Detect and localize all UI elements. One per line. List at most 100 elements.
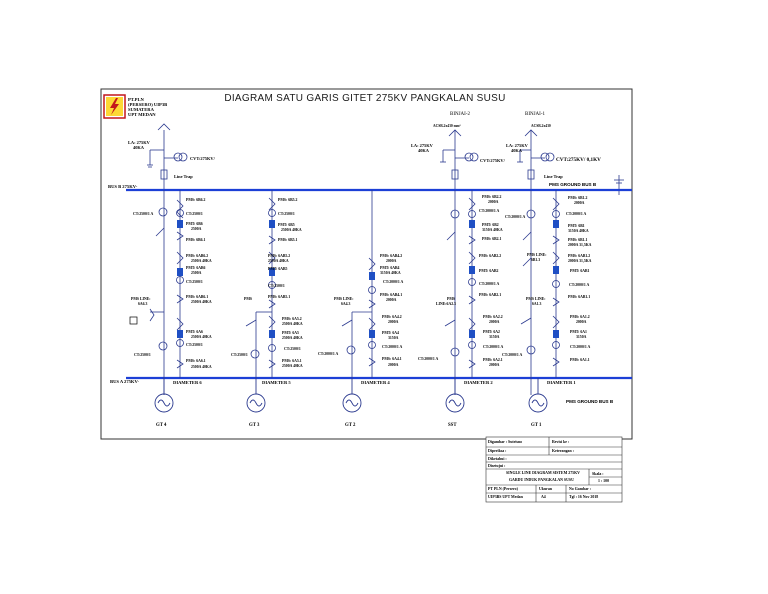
svg-text:PMS: 6AB6.2: PMS: 6AB6.2 [186,254,208,258]
line-conductor-binjai-2: ACSR.2x430 mm² [433,124,461,128]
bus-a-label: BUS A 275KV- [110,379,139,384]
svg-text:PMS: 6AB5.2: PMS: 6AB5.2 [268,254,290,258]
svg-text:CVT:275KV/: CVT:275KV/ [190,156,216,161]
diameter-1-breakers [553,220,559,338]
svg-text:Digambar : Sutrisno: Digambar : Sutrisno [488,440,522,444]
svg-text:CT:2000/1 A: CT:2000/1 A [483,345,504,349]
svg-text:PMT: 6A4: PMT: 6A4 [382,331,399,335]
svg-text:2500A 40KA: 2500A 40KA [191,335,212,339]
svg-text:CVT:275KV/ 0,1KV: CVT:275KV/ 0,1KV [556,157,601,163]
svg-text:2500A 40KA: 2500A 40KA [191,365,212,369]
svg-text:PMT: 6A1: PMT: 6A1 [570,330,587,334]
svg-text:2000A: 2000A [574,201,585,205]
svg-text:GARDU INDUK PANGKALAN SUSU: GARDU INDUK PANGKALAN SUSU [509,478,574,482]
svg-text:PMS: 6AB2.2: PMS: 6AB2.2 [479,254,501,258]
svg-text:CT:2500/1: CT:2500/1 [134,353,151,357]
svg-text:CT:2000/1 A: CT:2000/1 A [479,209,500,213]
svg-text:(PERSERO) UIP3B: (PERSERO) UIP3B [128,102,167,107]
svg-text:40KA: 40KA [511,148,523,153]
svg-text:PMT: 6A2: PMT: 6A2 [483,330,500,334]
left-feeder [147,123,188,190]
svg-text:6A4.3: 6A4.3 [341,302,350,306]
svg-text:PMS: 6B6.1: PMS: 6B6.1 [186,238,206,242]
svg-text:PMS: 6AB4.1: PMS: 6AB4.1 [380,293,402,297]
svg-text:Keterangan :: Keterangan : [552,449,574,453]
svg-text:Diperiksa :: Diperiksa : [488,449,506,453]
svg-text:CT:2500/1: CT:2500/1 [186,343,203,347]
svg-text:3150A 40KA: 3150A 40KA [482,228,503,232]
svg-text:PMS: 6A5.1: PMS: 6A5.1 [282,359,302,363]
svg-text:PMS: 6AB4.2: PMS: 6AB4.2 [380,254,402,258]
svg-text:PMT: 6A5: PMT: 6A5 [282,331,299,335]
svg-text:2000A: 2000A [489,320,500,324]
svg-text:CT:2000/1 A: CT:2000/1 A [383,280,404,284]
svg-text:CT:2500/1: CT:2500/1 [268,284,285,288]
svg-text:CT:2000/1 A: CT:2000/1 A [318,352,339,356]
svg-text:PMS: 6AB1.1: PMS: 6AB1.1 [568,295,590,299]
bus-a-ground-label: PMS GROUND BUS B [566,399,614,404]
svg-text:CT:2000/1 A: CT:2000/1 A [505,215,526,219]
svg-text:2500A 40KA: 2500A 40KA [282,364,303,368]
svg-text:PMT: 6AB2: PMT: 6AB2 [479,269,499,273]
svg-text:GT 2: GT 2 [345,423,356,428]
right-feeder-binjai-2 [440,129,479,190]
svg-text:3150A: 3150A [489,335,500,339]
svg-text:Diketahui :: Diketahui : [488,457,507,461]
svg-text:PMS: 6A1.2: PMS: 6A1.2 [570,315,590,319]
svg-text:UIP3BS UPT Medan: UIP3BS UPT Medan [488,495,524,499]
svg-text:3150A 40KA: 3150A 40KA [568,229,589,233]
bus-b-label: BUS B 275KV- [108,184,138,189]
svg-text:CT:2500/1: CT:2500/1 [186,280,203,284]
diameter-4-bay [341,190,376,378]
bus-b-ground-label: PMS GROUND BUS B [549,182,597,187]
diameter-2-labels: PMS: 6B2.2 2000A CT:2000/1 A PMT: 6B2 31… [418,195,526,385]
svg-text:Ukuran: Ukuran [539,487,553,491]
diameter-4-breakers [369,272,375,338]
line-conductor-binjai-1: ACSR.2x430 [531,124,551,128]
svg-text:CT:2000/1 A: CT:2000/1 A [502,353,523,357]
svg-text:2500A 40KA: 2500A 40KA [191,300,212,304]
svg-text:PMT: 6A6: PMT: 6A6 [186,330,203,334]
svg-text:PMS: 6A2.2: PMS: 6A2.2 [483,315,503,319]
svg-text:UPT MEDAN: UPT MEDAN [128,112,156,117]
svg-text:CT:2500/1: CT:2500/1 [284,347,301,351]
svg-text:CT:2500/1: CT:2500/1 [278,212,295,216]
svg-text:DIAMETER 6: DIAMETER 6 [173,380,202,385]
svg-text:PT.PLN: PT.PLN [128,97,145,102]
svg-text:CVT:275KV/: CVT:275KV/ [480,158,506,163]
svg-text:2000A: 2000A [576,320,587,324]
svg-text:PT PLN (Persero): PT PLN (Persero) [488,487,519,491]
svg-text:DIAMETER 1: DIAMETER 1 [547,380,576,385]
svg-text:6B1.3: 6B1.3 [531,258,540,262]
line-name-binjai-1: BINJAI-1 [525,112,545,117]
svg-text:Tgl : 16 Nov 2018: Tgl : 16 Nov 2018 [569,495,598,499]
svg-text:CT:2000/1 A: CT:2000/1 A [569,283,590,287]
svg-text:CT:2000/1 A: CT:2000/1 A [479,282,500,286]
svg-text:PMS: 6A6.1: PMS: 6A6.1 [186,359,206,363]
generator-labels: GT 4 GT 3 GT 2 SST GT 1 [156,423,542,428]
svg-text:CT:2500/1: CT:2500/1 [231,353,248,357]
svg-text:6A6.3: 6A6.3 [138,302,147,306]
svg-text:3150A: 3150A [388,336,399,340]
line-name-binjai-2: BINJAI-2 [450,112,470,117]
svg-text:6A1.3: 6A1.3 [532,302,541,306]
marker-square [129,316,138,325]
svg-text:2000A: 2000A [388,363,399,367]
svg-text:Disetujui :: Disetujui : [488,464,505,468]
svg-text:2500A 40KA: 2500A 40KA [268,259,289,263]
title-block [485,436,623,503]
drawing-frame [100,88,633,440]
svg-text:PMS: 6B2.2: PMS: 6B2.2 [482,195,502,199]
svg-text:PMT: 6B2: PMT: 6B2 [482,223,499,227]
svg-text:PMT: 6B1: PMT: 6B1 [568,224,585,228]
svg-text:PMS: PMS [447,297,455,301]
svg-text:Line Trap: Line Trap [174,174,193,179]
svg-text:GT 1: GT 1 [531,423,542,428]
svg-text:No Gambar :: No Gambar : [569,487,591,491]
svg-text:40KA: 40KA [418,148,430,153]
svg-text:PMT: 6B6: PMT: 6B6 [186,222,203,226]
svg-text:PMS LINE:: PMS LINE: [334,297,354,301]
svg-text:2000A: 2000A [386,298,397,302]
incoming-lines: BINJAI-2 ACSR.2x430 mm² BINJAI-1 ACSR.2x… [433,112,551,128]
